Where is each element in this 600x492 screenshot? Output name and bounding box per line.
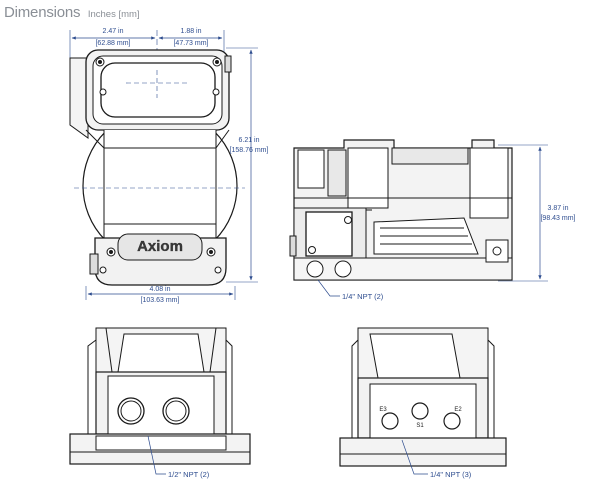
page-header: Dimensions Inches [mm] [4,4,140,22]
side-npt-label: 1/4" NPT (2) [342,292,384,301]
dimension-top-right: 1.88 in [47.73 mm] [158,28,223,47]
dim-side-height-mm: [98.43 mm] [540,215,575,222]
page-title: Dimensions [4,4,81,21]
dim-height-in: 6.21 in [238,137,259,144]
axiom-logo: Axiom [137,238,183,255]
dim-height-mm: [158.76 mm] [230,147,269,154]
dimension-side-height: 3.87 in [98.43 mm] [538,146,576,280]
units-label: Inches [mm] [87,9,140,20]
side-view [289,139,548,282]
dimension-width: 4.08 in [103.63 mm] [87,286,234,304]
dim-side-height-in: 3.87 in [547,205,568,212]
rear-view [339,327,507,467]
callout-front-npt: 1/2" NPT (2) [147,435,210,479]
dim-width-mm: [103.63 mm] [141,297,180,304]
top-view [69,30,258,300]
dimension-top-left: 2.47 in [62.88 mm] [71,28,156,47]
dim-top-left-in: 2.47 in [102,28,123,35]
dim-top-left-mm: [62.88 mm] [95,40,130,47]
dim-width-in: 4.08 in [149,286,170,293]
port-label-s1: S1 [416,423,424,429]
port-label-e3: E3 [379,407,387,413]
rear-npt-label: 1/4" NPT (3) [430,470,472,479]
callout-rear-npt: 1/4" NPT (3) [401,439,472,479]
port-label-e2: E2 [454,407,462,413]
dim-top-right-in: 1.88 in [180,28,201,35]
front-view [69,327,251,465]
front-npt-label: 1/2" NPT (2) [168,470,210,479]
dimension-height: 6.21 in [158.76 mm] [230,49,269,281]
callout-side-npt: 1/4" NPT (2) [317,279,384,301]
screw-icon [95,57,222,274]
dim-top-right-mm: [47.73 mm] [173,40,208,47]
